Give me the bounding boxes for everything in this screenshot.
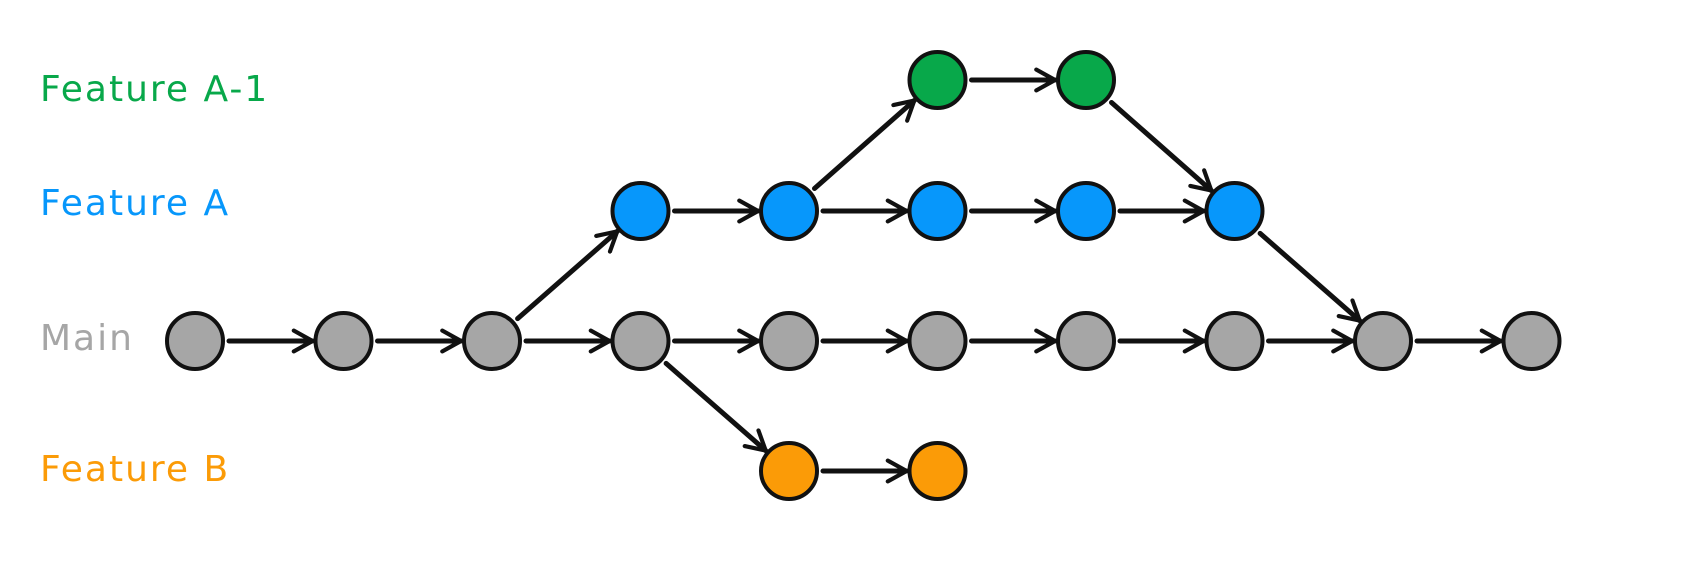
commit-node-m10 — [1501, 311, 1562, 371]
commit-node-b1 — [759, 441, 819, 501]
commit-node-m9 — [1353, 311, 1413, 371]
branch-label-feature-a-1: Feature A-1 — [40, 69, 269, 110]
commit-node-m5 — [759, 311, 819, 371]
commit-node-m6 — [907, 311, 968, 371]
commit-node-m2 — [313, 311, 374, 371]
edge-a5-to-m9 — [1257, 230, 1363, 324]
commit-node-m7 — [1056, 311, 1116, 371]
commit-node-a11 — [907, 50, 968, 110]
commit-node-a12 — [1056, 50, 1116, 110]
branch-label-main: Main — [40, 318, 134, 359]
commit-node-a5 — [1204, 181, 1265, 241]
edge-a12-to-a5 — [1109, 100, 1214, 193]
commit-node-m4 — [610, 311, 671, 371]
branch-labels: Feature A-1 Feature A Main Feature B — [40, 69, 269, 490]
edge-m4-to-b1 — [663, 360, 769, 454]
commit-node-m3 — [462, 311, 522, 371]
commit-node-a3 — [907, 181, 968, 241]
commit-node-m8 — [1204, 311, 1265, 371]
edge-a2-to-a11 — [812, 98, 917, 191]
commit-edges — [226, 67, 1503, 484]
branch-label-feature-b: Feature B — [40, 449, 230, 490]
commit-node-a4 — [1056, 181, 1116, 241]
commit-node-m1 — [165, 311, 225, 371]
commit-nodes — [165, 50, 1562, 501]
commit-node-a1 — [610, 181, 671, 241]
commit-node-a2 — [759, 181, 819, 241]
edge-m3-to-a1 — [515, 228, 620, 322]
commit-node-b2 — [907, 441, 968, 501]
branch-label-feature-a: Feature A — [40, 183, 230, 224]
